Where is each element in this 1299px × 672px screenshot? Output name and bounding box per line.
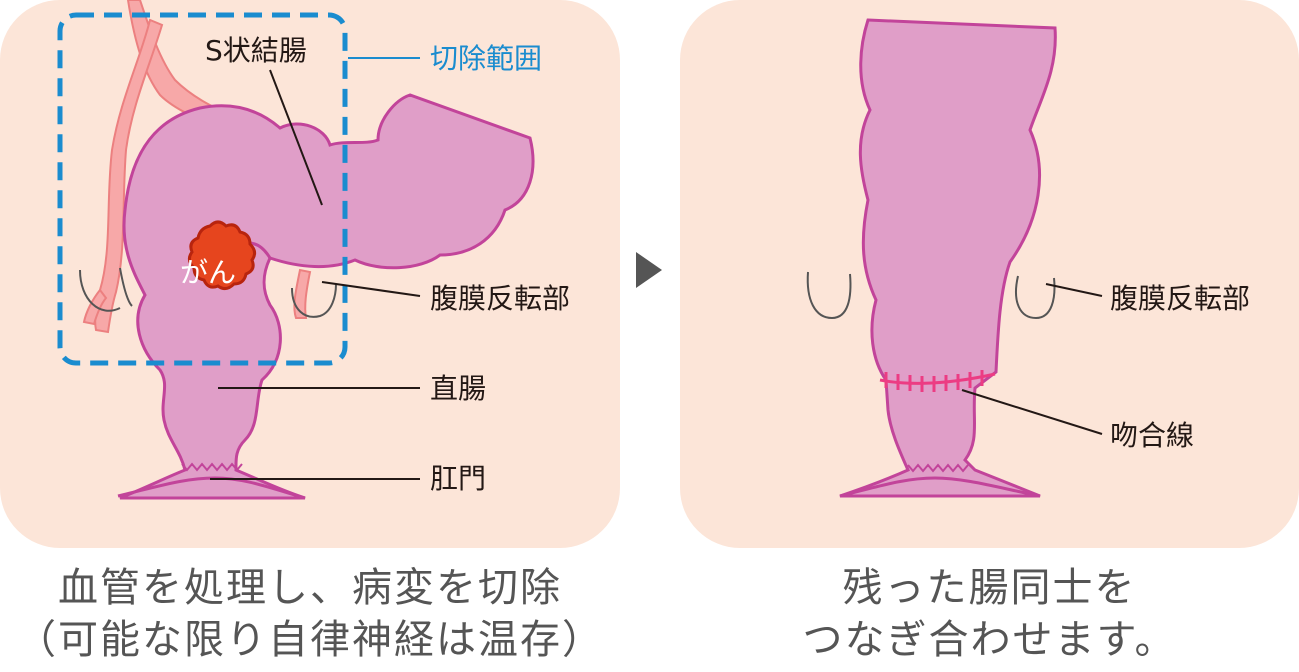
caption-right-line-2: つなぎ合わせます。 [802, 617, 1177, 663]
blood-vessels [82, 0, 312, 334]
peritoneal-reflection-leader-right [1045, 283, 1103, 297]
resection-range-box [57, 12, 348, 366]
peritoneum-line-right-a [806, 271, 852, 320]
intestine-left [119, 93, 535, 500]
peritoneum-line-left-b [119, 267, 133, 307]
peritoneal-reflection-leader-left [321, 281, 421, 297]
tumor-label: がん [180, 256, 236, 289]
resection-range-label: 切除範囲 [430, 42, 542, 75]
intestine-right [839, 18, 1057, 498]
peritoneal-reflection-label-right: 腹膜反転部 [1110, 282, 1250, 315]
anastomosis-line-label: 吻合線 [1110, 419, 1194, 452]
sigmoid-colon-label: S状結腸 [205, 34, 307, 67]
next-arrow-icon [636, 252, 662, 288]
caption-left-line-2: （可能な限り自律神経は温存） [16, 617, 604, 663]
caption-right: 残った腸同士を つなぎ合わせます。 [680, 562, 1299, 666]
anus-right-base [839, 476, 1041, 498]
caption-left: 血管を処理し、病変を切除 （可能な限り自律神経は温存） [0, 562, 620, 666]
rectum-label: 直腸 [430, 372, 486, 405]
anus-label: 肛門 [430, 462, 486, 495]
anus-zigzag-right [907, 463, 969, 473]
tumor: がん [180, 220, 257, 291]
peritoneum-line-left-c [291, 283, 337, 318]
anastomosis-stitches [879, 370, 996, 392]
peritoneum-line-right-b [1015, 275, 1056, 320]
anus-zigzag-left [181, 462, 243, 472]
sigmoid-colon-leader [269, 69, 323, 206]
caption-right-line-1: 残った腸同士を [842, 565, 1137, 611]
caption-left-line-1: 血管を処理し、病変を切除 [58, 565, 562, 611]
peritoneum-line-left-a [79, 269, 121, 312]
peritoneal-reflection-label-left: 腹膜反転部 [430, 282, 570, 315]
anastomosis-line-leader [961, 389, 1103, 435]
diagram-canvas: がん 切除範囲 S状結腸 腹膜反転部 直腸 肛門 腹膜反転部 吻合線 [57, 0, 1250, 500]
